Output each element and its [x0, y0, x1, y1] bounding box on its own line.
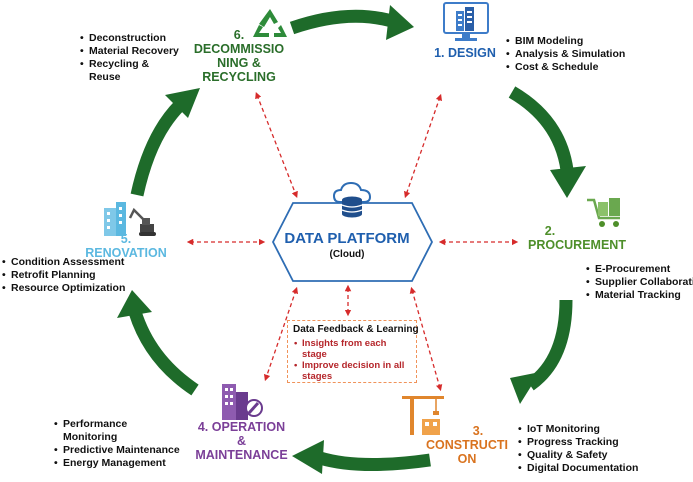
list-item: BIM Modeling [506, 35, 646, 48]
stage-operation-title-line: MAINTENANCE [195, 448, 288, 462]
connector-construction [409, 286, 443, 392]
cycle-arrowhead [510, 372, 540, 404]
data-platform-hexagon [271, 202, 434, 282]
stage-construction-title-line: CONSTRUCTI [426, 438, 508, 452]
list-item: Analysis & Simulation [506, 48, 646, 61]
cycle-arrowhead [165, 88, 200, 118]
cycle-arrow-procurement-to-construction [526, 299, 573, 391]
stage-construction-title: 3. CONSTRUCTI ON [424, 424, 510, 466]
connector-design [403, 93, 443, 199]
building-excavator-icon [104, 202, 156, 236]
stage-renovation-list: Condition Assessment Retrofit Planning R… [2, 256, 162, 295]
connector-recycling [255, 91, 298, 199]
list-item: Improve decision in all stages [294, 360, 412, 382]
stage-procurement-title-line: PROCUREMENT [528, 238, 626, 252]
list-item: Resource Optimization [2, 282, 162, 295]
cycle-arrow-construction-to-operation [318, 451, 431, 472]
cycle-arrow-design-to-procurement [508, 86, 574, 172]
stage-recycling-title-line: NING & [217, 56, 261, 70]
cycle-arrow-renovation-to-recycling [130, 100, 185, 197]
stage-recycling-title: 6. DECOMMISSIO NING & RECYCLING [184, 28, 294, 84]
list-item: IoT Monitoring [518, 423, 678, 436]
list-item: Recycling & Reuse [80, 58, 164, 84]
list-item: Cost & Schedule [506, 61, 646, 74]
stage-procurement-title: 2. PROCUREMENT [522, 224, 632, 252]
stage-recycling-title-line: RECYCLING [202, 70, 276, 84]
list-item: Quality & Safety [518, 449, 678, 462]
stage-design-title: 1. DESIGN [428, 46, 502, 60]
list-item: E-Procurement [586, 263, 693, 276]
cycle-arrowhead [386, 5, 414, 40]
stage-design-title-line: 1. DESIGN [434, 46, 496, 60]
list-item: Condition Assessment [2, 256, 162, 269]
stage-operation-title: 4. OPERATION & MAINTENANCE [184, 420, 299, 462]
cycle-arrowhead [550, 166, 586, 198]
cycle-arrow-recycling-to-design [289, 9, 397, 35]
stage-recycling-title-line: DECOMMISSIO [193, 42, 285, 56]
list-item: Progress Tracking [518, 436, 678, 449]
stage-operation-title-line: 4. OPERATION [197, 420, 286, 434]
monitor-building-icon [443, 2, 489, 41]
list-item: Material Recovery [80, 45, 190, 58]
feedback-title: Data Feedback & Learning [293, 324, 419, 335]
stage-recycling-title-line: 6. [233, 28, 245, 42]
feedback-box: Data Feedback & Learning Insights from e… [287, 320, 419, 383]
stage-construction-title-line: 3. [472, 424, 484, 438]
connector-operation [263, 286, 299, 382]
cycle-arrowhead [292, 440, 324, 474]
cycle-arrow-operation-to-renovation [128, 309, 199, 396]
stage-operation-list: Performance Monitoring Predictive Mainte… [54, 418, 184, 470]
cycle-arrowhead [117, 290, 152, 318]
recycle-icon [253, 9, 287, 37]
data-platform-title: DATA PLATFORM [284, 230, 410, 247]
list-item: Performance Monitoring [54, 418, 143, 444]
list-item: Digital Documentation [518, 462, 678, 475]
list-item: Insights from each stage [294, 338, 392, 360]
stage-design-list: BIM Modeling Analysis & Simulation Cost … [506, 35, 646, 74]
building-wrench-icon [222, 384, 263, 420]
list-item: Deconstruction [80, 32, 190, 45]
feedback-list: Insights from each stage Improve decisio… [294, 338, 412, 382]
list-item: Supplier Collaboration [586, 276, 693, 289]
list-item: Predictive Maintenance [54, 444, 184, 457]
list-item: Retrofit Planning [2, 269, 162, 282]
stage-recycling-list: Deconstruction Material Recovery Recycli… [80, 32, 190, 84]
stage-construction-list: IoT Monitoring Progress Tracking Quality… [518, 423, 678, 475]
stage-renovation-title-line: 5. [120, 232, 132, 246]
shopping-cart-icon [587, 198, 620, 227]
list-item: Material Tracking [586, 289, 693, 302]
stage-operation-title-line: & [236, 434, 247, 448]
crane-icon [402, 396, 444, 435]
stage-procurement-title-line: 2. [544, 224, 556, 238]
data-platform-subtitle: (Cloud) [329, 249, 365, 260]
cloud-database-icon [332, 181, 372, 218]
stage-procurement-list: E-Procurement Supplier Collaboration Mat… [586, 263, 693, 302]
list-item: Energy Management [54, 457, 184, 470]
stage-construction-title-line: ON [457, 452, 477, 466]
